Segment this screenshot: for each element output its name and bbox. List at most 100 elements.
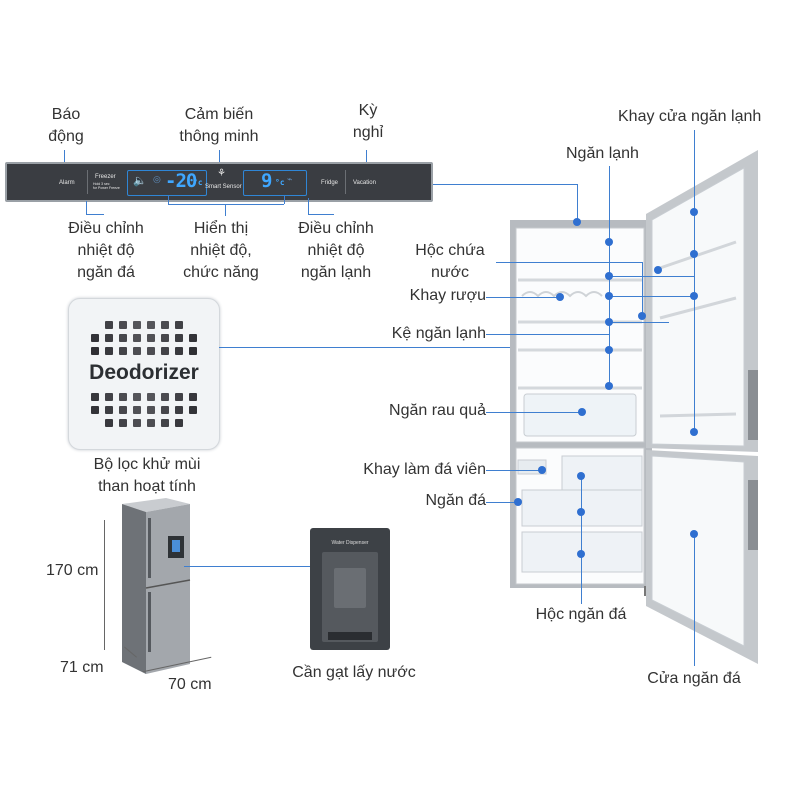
deodorizer-dot — [161, 347, 169, 355]
deodorizer-dot — [175, 321, 183, 329]
freezer-unit: °c — [193, 178, 203, 187]
deodorizer-dot — [133, 393, 141, 401]
freezer-door-label: Cửa ngăn đá — [647, 670, 741, 687]
deodorizer-dot — [133, 406, 141, 414]
panel-vacation-text: Vacation — [353, 180, 376, 186]
height-label: 170 cm — [46, 562, 99, 579]
deodorizer-dot — [105, 419, 113, 427]
sound-icon[interactable]: 🔈 — [133, 175, 147, 187]
deodorizer-dot — [105, 321, 113, 329]
marker-dot — [690, 428, 698, 436]
deodorizer-dot — [189, 393, 197, 401]
deodorizer-dot — [91, 393, 99, 401]
marker-dot — [578, 408, 586, 416]
panel-alarm-text: Alarm — [59, 180, 75, 186]
deodorizer-dot — [161, 419, 169, 427]
marker-dot — [605, 238, 613, 246]
width-label: 70 cm — [168, 676, 212, 693]
control-panel: Alarm Freezer Hold 3 sec for Power Freez… — [5, 162, 433, 202]
deodorizer-dot — [175, 419, 183, 427]
deodorizer-dot — [119, 419, 127, 427]
deodorizer-dot — [161, 334, 169, 342]
deodorizer-filter: Deodorizer — [68, 298, 220, 450]
marker-dot — [690, 250, 698, 258]
marker-dot — [605, 292, 613, 300]
marker-dot — [538, 466, 546, 474]
deodorizer-dot — [175, 393, 183, 401]
depth-label: 71 cm — [60, 659, 104, 676]
deodorizer-dot — [175, 347, 183, 355]
panel-fridge-text: Fridge — [321, 180, 339, 186]
smart-sensor-label: Cảm biến thông minh — [179, 106, 259, 145]
alarm-label: Báo động — [48, 106, 84, 145]
deodorizer-dot — [175, 334, 183, 342]
marker-dot — [573, 218, 581, 226]
display-label: Hiển thị nhiệt độ, chức năng — [183, 220, 259, 281]
marker-dot — [514, 498, 522, 506]
fridge-display — [243, 170, 307, 196]
marker-dot — [577, 472, 585, 480]
deodorizer-dot — [105, 334, 113, 342]
freezer-adjust-label: Điều chỉnh nhiệt độ ngăn đá — [68, 220, 144, 281]
deodorizer-dot — [133, 334, 141, 342]
dispenser-label: Water Dispenser — [331, 540, 369, 546]
marker-dot — [638, 312, 646, 320]
deodorizer-text: Deodorizer — [89, 361, 199, 384]
marker-dot — [690, 292, 698, 300]
marker-dot — [605, 272, 613, 280]
deodorizer-dot — [147, 406, 155, 414]
deodorizer-dot — [91, 347, 99, 355]
deodorizer-dot — [105, 347, 113, 355]
deodorizer-dot — [133, 321, 141, 329]
deodorizer-dot — [161, 321, 169, 329]
fridge-temp-value: 9 — [261, 170, 273, 192]
marker-dot — [690, 208, 698, 216]
freezer-drawer-label: Hộc ngăn đá — [535, 606, 627, 623]
fridge-compartment-label: Ngăn lạnh — [566, 145, 639, 162]
deodorizer-dot — [119, 406, 127, 414]
fridge-door-tray-label: Khay cửa ngăn lạnh — [618, 108, 762, 125]
deodorizer-dot — [119, 321, 127, 329]
marker-dot — [577, 550, 585, 558]
freezer-temp-value: -20 — [165, 170, 197, 192]
deodorizer-dot — [189, 334, 197, 342]
panel-freezer-sub-text: Hold 3 sec for Power Freeze — [93, 182, 120, 190]
deodorizer-dot — [133, 419, 141, 427]
deodorizer-dot — [189, 347, 197, 355]
deodorizer-dot — [147, 347, 155, 355]
vacation-label: Kỳ nghỉ — [352, 102, 384, 141]
lock-icon[interactable]: ◎ — [153, 174, 161, 184]
marker-dot — [605, 382, 613, 390]
marker-dot — [690, 530, 698, 538]
deodorizer-dot — [91, 406, 99, 414]
fridge-adjust-label: Điều chỉnh nhiệt độ ngăn lạnh — [298, 220, 374, 281]
panel-smart-sensor-text: Smart Sensor — [205, 184, 242, 190]
deodorizer-dot — [147, 419, 155, 427]
deodorizer-dot — [175, 406, 183, 414]
deodorizer-dot — [161, 406, 169, 414]
deodorizer-dot — [119, 393, 127, 401]
deodorizer-dot — [147, 334, 155, 342]
ice-tray-label: Khay làm đá viên — [363, 461, 486, 478]
deodorizer-dot — [119, 347, 127, 355]
freezer-compartment-label: Ngăn đá — [425, 492, 487, 509]
deodorizer-dot — [147, 321, 155, 329]
fridge-unit: °c — [275, 178, 285, 187]
marker-dot — [605, 346, 613, 354]
deodorizer-dot — [119, 334, 127, 342]
small-fridge-image — [122, 498, 191, 674]
deodorizer-dot — [133, 347, 141, 355]
water-lever-label: Cần gạt lấy nước — [292, 664, 416, 681]
crisper-label: Ngăn rau quả — [389, 402, 486, 419]
deodorizer-dot — [161, 393, 169, 401]
marker-dot — [556, 293, 564, 301]
deodorizer-dot — [105, 393, 113, 401]
marker-dot — [577, 508, 585, 516]
water-tank-label: Hộc chứa nước — [415, 242, 485, 281]
smart-sensor-icon: ⚘ — [217, 168, 226, 179]
deodorizer-dot — [189, 406, 197, 414]
freezer-display — [127, 170, 207, 196]
wifi-icon[interactable]: ⌁ — [287, 174, 293, 184]
deodorizer-dot — [147, 393, 155, 401]
main-fridge-image — [510, 150, 758, 664]
